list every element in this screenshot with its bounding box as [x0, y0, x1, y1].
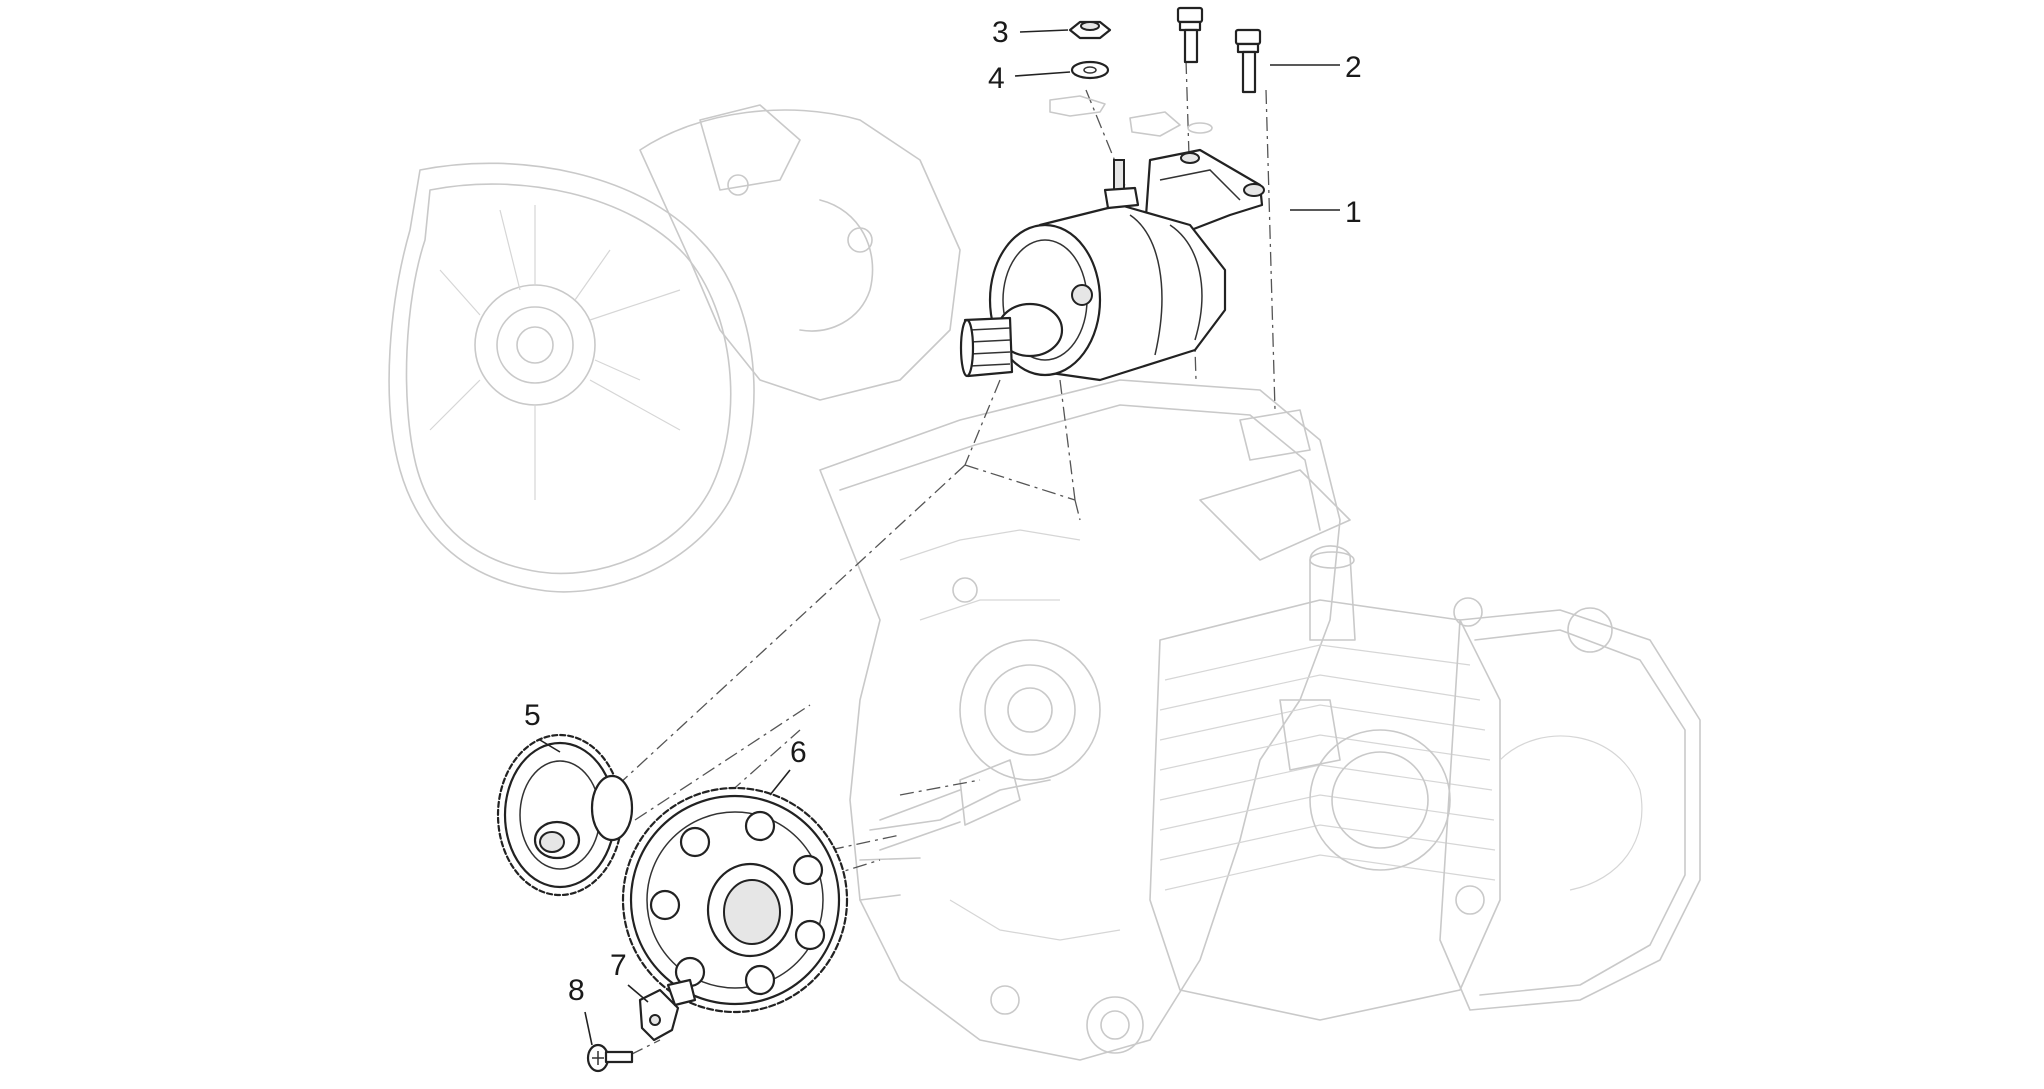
part-2-bolts — [1176, 6, 1262, 94]
callout-5: 5 — [524, 699, 541, 732]
callout-1: 1 — [1345, 196, 1362, 229]
callout-2: 2 — [1345, 51, 1362, 84]
cable-terminal-ghost — [1049, 95, 1213, 137]
part-3-nut — [1068, 20, 1112, 40]
part-5-double-gear — [496, 733, 634, 897]
callout-4: 4 — [988, 62, 1005, 95]
callout-labels: 1 2 3 4 5 6 7 8 — [524, 16, 1362, 1007]
part-4-washer — [1070, 60, 1110, 80]
engine-ghost-outline — [388, 104, 1701, 1061]
callout-6: 6 — [790, 736, 807, 769]
leader-lines — [539, 29, 1340, 1046]
callout-3: 3 — [992, 16, 1009, 49]
part-1-starter-motor — [959, 148, 1265, 382]
part-7-retainer-bracket — [638, 978, 697, 1042]
callout-7: 7 — [610, 949, 627, 982]
part-8-screw — [586, 1043, 634, 1073]
callout-8: 8 — [568, 974, 585, 1007]
part-6-large-gear — [621, 786, 849, 1014]
